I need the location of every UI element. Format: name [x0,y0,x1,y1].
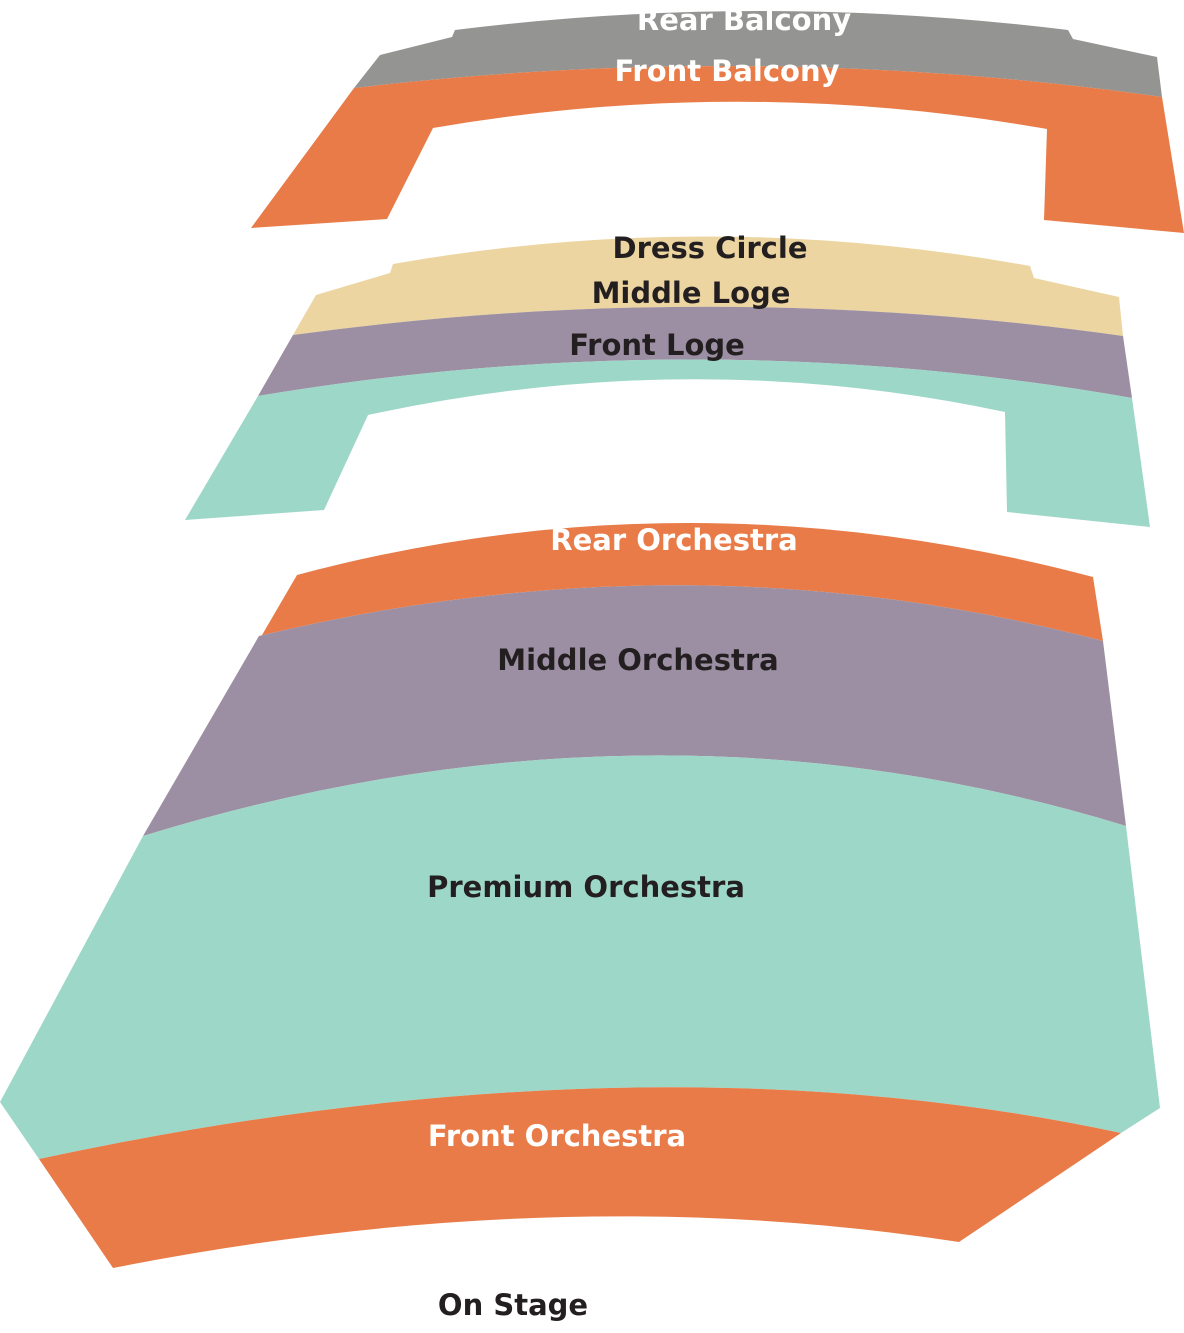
section-middle-loge[interactable] [258,306,1132,398]
section-front-balcony[interactable] [251,66,1184,233]
stage-label: On Stage [438,1288,588,1322]
section-rear-balcony[interactable] [354,11,1162,97]
section-front-loge[interactable] [185,359,1150,527]
section-middle-orchestra[interactable] [143,585,1126,836]
section-premium-orchestra[interactable] [0,755,1160,1159]
section-dress-circle[interactable] [293,236,1123,336]
section-front-orchestra[interactable] [39,1087,1121,1268]
section-rear-orchestra[interactable] [230,522,1103,690]
